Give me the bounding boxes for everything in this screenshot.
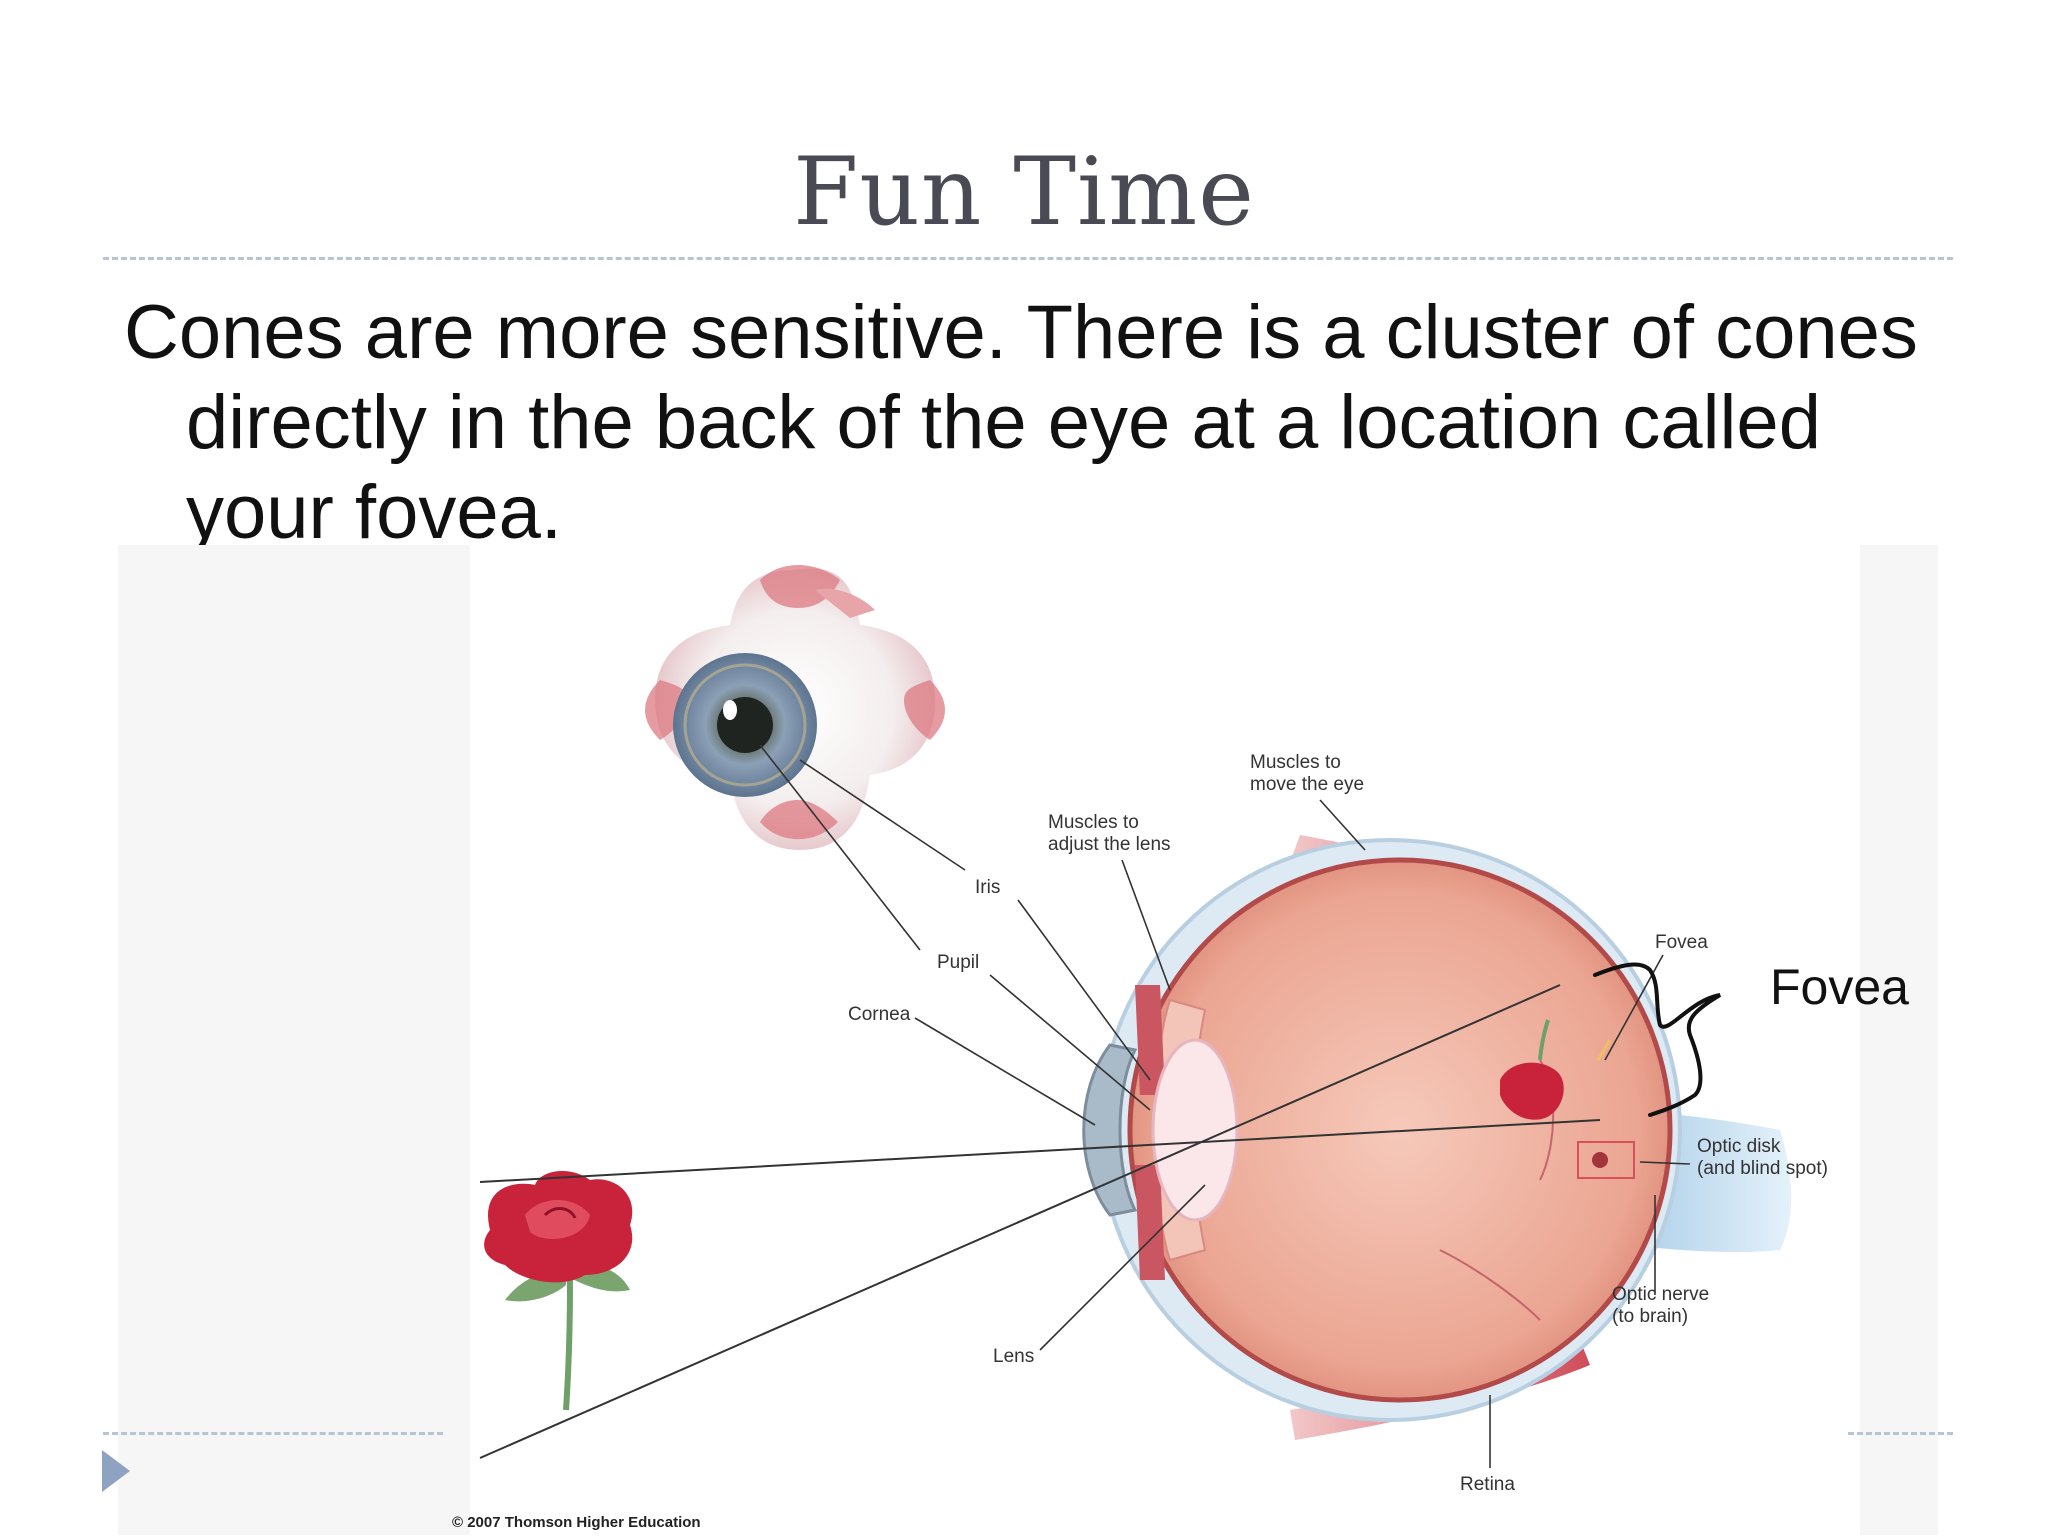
leader-lens xyxy=(1039,1184,1206,1351)
leader-muscles-eye xyxy=(1319,799,1366,851)
rose-inner xyxy=(525,1200,590,1239)
footer-divider-left xyxy=(103,1432,443,1435)
slide-title: Fun Time xyxy=(793,138,1255,247)
label-cornea: Cornea xyxy=(848,1004,911,1025)
rose-petal-line xyxy=(543,1207,577,1219)
leader-pupil-front xyxy=(759,744,921,951)
label-muscles-move-line2: move the eye xyxy=(1250,774,1364,795)
fovea-dot xyxy=(1596,1039,1612,1061)
retina-rose-image xyxy=(1500,1062,1564,1120)
eye-cross-section xyxy=(1082,835,1792,1440)
light-rays xyxy=(479,984,1601,1459)
copyright-notice: © 2007 Thomson Higher Education xyxy=(452,1514,701,1531)
label-optic-nerve-line1: Optic nerve xyxy=(1612,1284,1709,1305)
muscle-right xyxy=(904,680,945,740)
muscle-bottom xyxy=(760,800,838,840)
label-optic-nerve-line2: (to brain) xyxy=(1612,1306,1688,1327)
body-line-2: directly in the back of the eye at a loc… xyxy=(186,380,1821,465)
iris-ring xyxy=(683,663,807,787)
muscle-top xyxy=(760,565,840,608)
lens-shape xyxy=(1151,1038,1239,1222)
leader-muscles-lens xyxy=(1121,859,1171,991)
leader-iris-front xyxy=(799,759,966,871)
label-muscles-lens-line1: Muscles to xyxy=(1048,812,1139,833)
muscle-strand xyxy=(815,588,875,618)
body-line-3: your fovea. xyxy=(186,470,562,555)
rose-illustration xyxy=(484,1170,633,1411)
label-retina: Retina xyxy=(1460,1474,1515,1495)
slide-body-text: Cones are more sensitive. There is a clu… xyxy=(124,288,2026,558)
leader-cornea xyxy=(914,1017,1096,1126)
blood-vessel-2 xyxy=(1439,1249,1541,1321)
fovea-brace xyxy=(1593,962,1722,1117)
optic-disk-dot xyxy=(1592,1152,1608,1168)
leader-optic-disk xyxy=(1639,1161,1691,1165)
front-view-eye xyxy=(645,565,945,850)
pupil-highlight xyxy=(723,700,737,720)
label-pupil: Pupil xyxy=(937,952,979,973)
iris-lower xyxy=(1135,1165,1165,1280)
label-lens: Lens xyxy=(993,1346,1034,1367)
optic-disk-box xyxy=(1577,1141,1635,1179)
retina-rose-stem xyxy=(1538,1019,1550,1061)
label-fovea-small: Fovea xyxy=(1655,932,1708,953)
label-optic-disk-line1: Optic disk xyxy=(1697,1136,1781,1157)
ray-bottom xyxy=(479,984,1561,1459)
label-iris: Iris xyxy=(975,877,1000,898)
fovea-annotation: Fovea xyxy=(1770,959,1909,1015)
title-divider xyxy=(103,257,1953,260)
body-line-1: Cones are more sensitive. There is a clu… xyxy=(124,290,1918,375)
leader-iris xyxy=(1017,899,1151,1081)
leader-pupil xyxy=(989,974,1151,1111)
slide-bullet-arrow-icon xyxy=(102,1450,130,1492)
label-muscles-move-line1: Muscles to xyxy=(1250,752,1341,773)
label-muscles-lens-line2: adjust the lens xyxy=(1048,834,1171,855)
footer-divider-right xyxy=(1848,1432,1953,1435)
ray-top xyxy=(479,1119,1601,1183)
label-optic-disk-line2: (and blind spot) xyxy=(1697,1158,1828,1179)
iris-upper xyxy=(1135,985,1165,1095)
